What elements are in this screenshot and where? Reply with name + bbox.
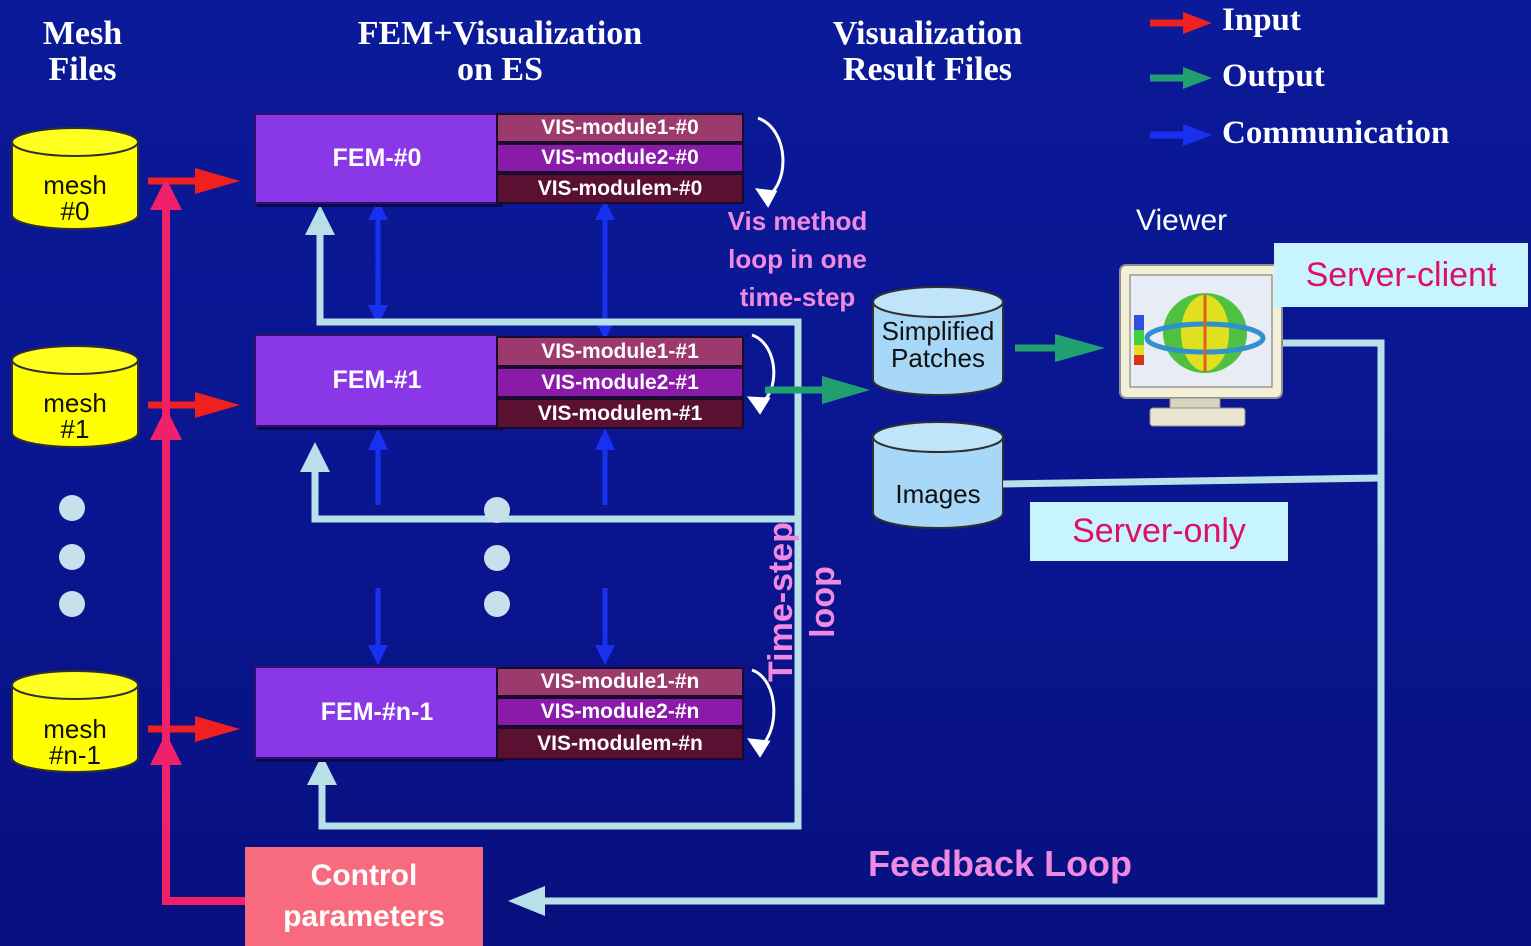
vis-method-curve-1 [746, 333, 776, 415]
legend-output-arrow [1150, 67, 1212, 89]
control-arrowhead-low [150, 733, 182, 765]
patches-line1: Simplified [881, 316, 995, 346]
control-line [162, 205, 245, 905]
vis-files-header: Visualization Result Files [800, 16, 1055, 87]
control-arrowhead-top [150, 178, 182, 210]
vis-module2-1: VIS-module2-#1 [496, 367, 744, 398]
loop-arrowhead-n-1 [307, 755, 337, 785]
vis-module1-n: VIS-module1-#n [496, 667, 744, 697]
mesh-1-line1: mesh [43, 388, 107, 418]
mesh-label-n-1: mesh #n-1 [12, 716, 138, 768]
vis-method-line3: time-step [739, 282, 856, 312]
monitor-icon [1119, 264, 1283, 427]
fem-block-n-1-label: FEM-#n-1 [320, 698, 434, 726]
fem-block-1: FEM-#1 [254, 334, 500, 427]
legend-input-label: Input [1222, 2, 1301, 38]
vis-files-header-line1: Visualization [832, 15, 1023, 52]
mesh-0-line1: mesh [43, 170, 107, 200]
server-only-label: Server-only [1030, 502, 1288, 561]
vis-method-curve-n-1 [746, 668, 776, 758]
vis-module2-n: VIS-module2-#n [496, 697, 744, 727]
feedback-loop-label: Feedback Loop [868, 843, 1133, 884]
mesh-label-0: mesh #0 [12, 172, 138, 224]
server-client-label: Server-client [1274, 243, 1528, 307]
patches-cylinder [872, 286, 1004, 396]
timestep-line1: Time-step [762, 522, 800, 682]
mesh-cylinder-0 [11, 127, 139, 230]
legend-communication-arrow [1150, 124, 1212, 146]
legend-communication-label: Communication [1222, 115, 1450, 151]
control-line1: Control [310, 859, 418, 892]
mesh-1-line2: #1 [60, 414, 90, 444]
control-line2: parameters [283, 899, 445, 933]
loop-arrowhead-1 [300, 442, 330, 472]
mesh-n-1-line2: #n-1 [48, 740, 102, 770]
timestep-line2: loop [804, 566, 842, 638]
ellipsis-dots-mesh [59, 495, 85, 617]
mesh-0-line2: #0 [60, 196, 90, 226]
timestep-loop-lines [311, 230, 802, 830]
output-arrow-to-patches [765, 376, 870, 404]
mesh-header-line1: Mesh [42, 15, 123, 52]
ellipsis-dots-fem [484, 497, 510, 617]
fem-block-n-1: FEM-#n-1 [254, 666, 500, 759]
vis-modulem-0: VIS-modulem-#0 [496, 173, 744, 204]
control-arrowhead-mid [150, 408, 182, 440]
fem-header-line1: FEM+Visualization [357, 15, 643, 52]
vis-modulem-1: VIS-modulem-#1 [496, 398, 744, 429]
images-cylinder [872, 421, 1004, 529]
input-arrow-1 [148, 392, 240, 418]
feedback-loop-lines [540, 339, 1385, 905]
input-arrow-n-1 [148, 716, 240, 742]
output-arrow-to-viewer [1015, 334, 1105, 362]
timestep-loop-label: Time-step loop [760, 492, 844, 712]
mesh-cylinder-1 [11, 345, 139, 448]
vis-method-line1: Vis method [727, 206, 868, 236]
loop-arrowhead-0 [305, 205, 335, 235]
mesh-label-1: mesh #1 [12, 390, 138, 442]
mesh-files-header: Mesh Files [15, 16, 150, 87]
patches-line2: Patches [891, 343, 985, 374]
images-label: Images [895, 479, 981, 509]
patches-label: Simplified Patches [866, 316, 1010, 374]
fem-header-line2: on ES [457, 50, 543, 88]
viewer-label: Viewer [1136, 204, 1228, 237]
vis-modulem-n: VIS-modulem-#n [496, 727, 744, 760]
vis-method-line2: loop in one [728, 244, 867, 274]
legend-output-label: Output [1222, 58, 1325, 94]
legend-input-arrow [1150, 12, 1212, 34]
control-parameters-box: Control parameters [245, 847, 483, 946]
mesh-cylinder-n-1 [11, 670, 139, 773]
vis-files-header-line2: Result Files [842, 50, 1013, 88]
vis-method-loop-label: Vis method loop in one time-step [700, 202, 895, 316]
fem-block-0: FEM-#0 [254, 113, 500, 204]
feedback-arrowhead [508, 886, 545, 916]
fem-header: FEM+Visualization on ES [310, 16, 690, 87]
vis-module1-1: VIS-module1-#1 [496, 336, 744, 367]
input-arrow-0 [148, 168, 240, 194]
vis-module2-0: VIS-module2-#0 [496, 143, 744, 173]
mesh-header-line2: Files [48, 50, 117, 88]
vis-method-curve-0 [754, 116, 785, 208]
mesh-n-1-line1: mesh [43, 714, 107, 744]
fem-block-1-label: FEM-#1 [332, 366, 422, 394]
fem-block-0-label: FEM-#0 [332, 144, 422, 172]
vis-module1-0: VIS-module1-#0 [496, 113, 744, 143]
